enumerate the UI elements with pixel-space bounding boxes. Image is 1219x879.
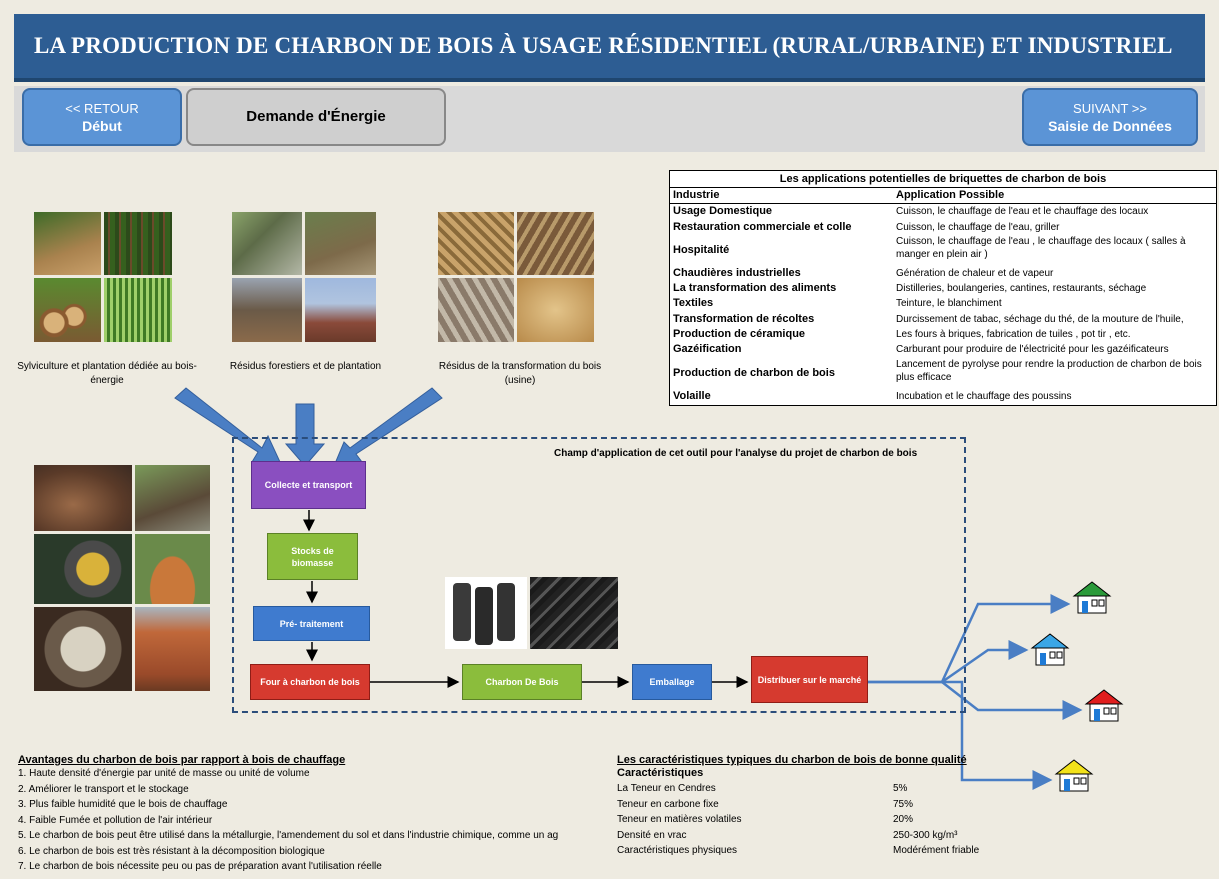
collect-transport-box: Collecte et transport (251, 461, 366, 509)
house-icon-green (1072, 581, 1112, 614)
house-icon-blue (1030, 633, 1070, 666)
current-section-button[interactable]: Demande d'Énergie (186, 88, 446, 146)
characteristic-name: Densité en vrac (617, 829, 687, 841)
forestry-caption: Sylviculture et plantation dédiée au boi… (17, 361, 197, 386)
biomass-stock-box: Stocks de biomasse (267, 533, 358, 580)
distribute-market-box: Distribuer sur le marché (751, 656, 868, 703)
kiln-box: Four à charbon de bois (250, 664, 370, 700)
industry-cell: Hospitalité (673, 243, 730, 256)
table-row: Teneur en carbone fixe 75% (617, 797, 1037, 813)
table-row: Textiles Teinture, le blanchiment (670, 296, 1216, 311)
application-cell: Génération de chaleur et de vapeur (896, 267, 1054, 279)
back-button[interactable]: << RETOUR Début (22, 88, 182, 146)
characteristic-name: Caractéristiques physiques (617, 845, 738, 856)
charcoal-box: Charbon De Bois (462, 664, 582, 700)
kiln-photo-collage (34, 465, 210, 691)
industry-cell: Gazéification (673, 343, 742, 356)
list-item: 5. Le charbon de bois peut être utilisé … (18, 830, 559, 841)
table-row: Production de céramique Les fours à briqu… (670, 327, 1216, 342)
mill-residues-caption: Résidus de la transformation du bois (us… (438, 361, 602, 386)
col-application-header: Application Possible (896, 189, 1005, 201)
industry-cell: Volaille (673, 389, 711, 402)
advantages-section: Avantages du charbon de bois par rapport… (18, 754, 614, 875)
application-cell: Cuisson, le chauffage de l'eau et le cha… (896, 206, 1149, 218)
application-cell: Durcissement de tabac, séchage du thé, d… (896, 313, 1184, 325)
industry-cell: La transformation des aliments (673, 282, 837, 295)
industry-cell: Production de céramique (673, 328, 806, 341)
industry-cell: Restauration commerciale et colle (673, 220, 852, 233)
application-cell: Distilleries, boulangeries, cantines, re… (896, 283, 1147, 295)
current-section-label: Demande d'Énergie (246, 108, 386, 125)
table-row: La transformation des aliments Distilleri… (670, 281, 1216, 296)
table-row: Densité en vrac 250-300 kg/m³ (617, 828, 1037, 844)
pretreatment-box: Pré- traitement (253, 606, 370, 641)
tool-scope-boundary (232, 437, 966, 713)
table-row: Hospitalité Cuisson, le chauffage de l'ea… (670, 235, 1216, 266)
application-cell: Incubation et le chauffage des poussins (896, 390, 1072, 402)
house-icon-yellow (1054, 759, 1094, 792)
forestry-photo-collage (34, 212, 172, 342)
characteristics-title: Les caractéristiques typiques du charbon… (617, 754, 967, 766)
table-row: Usage Domestique Cuisson, le chauffage de… (670, 204, 1216, 219)
next-button[interactable]: SUIVANT >> Saisie de Données (1022, 88, 1198, 146)
list-item: 7. Le charbon de bois nécessite peu ou p… (18, 861, 382, 872)
characteristic-value: 5% (893, 783, 908, 794)
application-cell: Teinture, le blanchiment (896, 298, 1002, 310)
back-button-sublabel: Début (82, 118, 122, 134)
characteristics-header: Caractéristiques (617, 767, 704, 779)
residues-caption: Résidus forestiers et de plantation (229, 361, 382, 372)
application-cell: Les fours à briques, fabrication de tuil… (896, 329, 1131, 341)
table-row: Production de charbon de bois Lancement d… (670, 358, 1216, 389)
page-title: LA PRODUCTION DE CHARBON DE BOIS À USAGE… (14, 14, 1205, 82)
characteristic-name: La Teneur en Cendres (617, 783, 716, 794)
list-item: 2. Améliorer le transport et le stockage (18, 783, 189, 795)
applications-table: Les applications potentielles de briquet… (669, 170, 1217, 406)
table-row: Teneur en matières volatiles 20% (617, 812, 1037, 828)
tool-scope-label: Champ d'application de cet outil pour l'… (554, 448, 918, 459)
list-item: 4. Faible Fumée et pollution de l'air in… (18, 814, 213, 826)
list-item: 6. Le charbon de bois est très résistant… (18, 845, 325, 857)
characteristics-section: Les caractéristiques typiques du charbon… (617, 754, 1037, 859)
packaging-box: Emballage (632, 664, 712, 700)
industry-cell: Transformation de récoltes (673, 312, 815, 325)
table-row: Transformation de récoltes Durcissement d… (670, 312, 1216, 327)
characteristic-value: 20% (893, 814, 914, 825)
characteristic-value: 250-300 kg/m³ (893, 829, 958, 841)
charcoal-lumps-photo (530, 577, 618, 649)
col-industry-header: Industrie (673, 189, 720, 201)
application-cell: Cuisson, le chauffage de l'eau, griller (896, 221, 1060, 233)
characteristic-value: 75% (893, 798, 914, 810)
back-button-label: << RETOUR (65, 101, 139, 116)
list-item: 1. Haute densité d'énergie par unité de … (18, 768, 310, 779)
next-button-label: SUIVANT >> (1073, 101, 1147, 116)
industry-cell: Textiles (673, 297, 714, 310)
application-cell: Cuisson, le chauffage de l'eau , le chau… (896, 235, 1186, 260)
table-row: La Teneur en Cendres 5% (617, 781, 1037, 797)
charcoal-briquettes-photo (445, 577, 527, 649)
table-row: Chaudières industrielles Génération de ch… (670, 266, 1216, 281)
residues-photo-collage (232, 212, 376, 342)
table-row: Gazéification Carburant pour produire de … (670, 342, 1216, 357)
next-button-sublabel: Saisie de Données (1048, 118, 1172, 134)
table-row: Volaille Incubation et le chauffage des p… (670, 389, 1216, 404)
applications-table-title: Les applications potentielles de briquet… (670, 171, 1216, 188)
characteristic-name: Teneur en matières volatiles (617, 814, 742, 825)
industry-cell: Production de charbon de bois (673, 366, 835, 379)
application-cell: Lancement de pyrolyse pour rendre la pro… (896, 358, 1202, 383)
table-row: Caractéristiques physiques Modérément fri… (617, 843, 1037, 859)
application-cell: Carburant pour produire de l'électricité… (896, 344, 1169, 356)
advantages-title: Avantages du charbon de bois par rapport… (18, 754, 346, 766)
characteristic-name: Teneur en carbone fixe (617, 798, 719, 810)
table-row: Restauration commerciale et colle Cuisson… (670, 220, 1216, 235)
house-icon-red (1084, 689, 1124, 722)
industry-cell: Usage Domestique (673, 205, 773, 218)
list-item: 3. Plus faible humidité que le bois de c… (18, 799, 228, 810)
characteristic-value: Modérément friable (893, 845, 980, 856)
mill-residues-photo-collage (438, 212, 594, 342)
industry-cell: Chaudières industrielles (673, 266, 801, 279)
